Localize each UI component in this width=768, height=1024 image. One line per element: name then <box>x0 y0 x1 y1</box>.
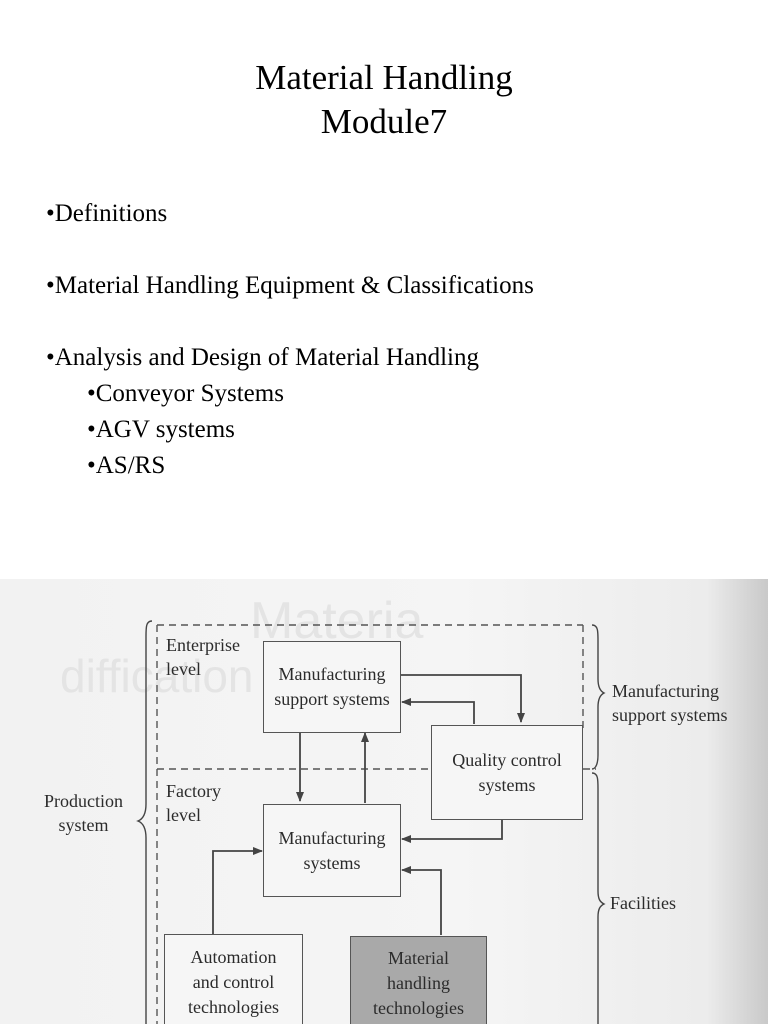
mfg-support-systems-box: Manufacturing support systems <box>263 641 401 733</box>
sub-bullet-conveyor: •Conveyor Systems <box>87 380 284 407</box>
mfg-support-systems-label: Manufacturing support systems <box>612 681 728 725</box>
bullet-definitions: •Definitions <box>46 200 168 227</box>
bullet-list: •Definitions •Material Handling Equipmen… <box>46 196 534 484</box>
production-system-label: Production system <box>44 791 123 835</box>
sub-bullet-agv: •AGV systems <box>87 416 235 443</box>
scan-bleed-through: Materia <box>250 592 424 650</box>
sub-bullet-asrs: •AS/RS <box>87 452 166 479</box>
enterprise-level-label: Enterprise level <box>166 635 240 679</box>
title-line-1: Material Handling <box>255 58 513 97</box>
material-handling-box: Material handling technologies <box>350 936 487 1024</box>
title-line-2: Module7 <box>320 102 448 141</box>
mfg-systems-box: Manufacturing systems <box>263 804 401 897</box>
production-system-diagram: Materia diffication Tech <box>0 579 768 1024</box>
bullet-equipment: •Material Handling Equipment & Classific… <box>46 272 534 299</box>
diagram-lines <box>136 620 606 1024</box>
facilities-label: Facilities <box>610 893 676 913</box>
quality-control-box: Quality control systems <box>431 725 583 820</box>
slide-title: Material Handling Module7 <box>0 56 768 144</box>
bullet-analysis: •Analysis and Design of Material Handlin… <box>46 344 479 371</box>
automation-control-box: Automation and control technologies <box>164 934 303 1024</box>
factory-level-label: Factory level <box>166 781 221 825</box>
